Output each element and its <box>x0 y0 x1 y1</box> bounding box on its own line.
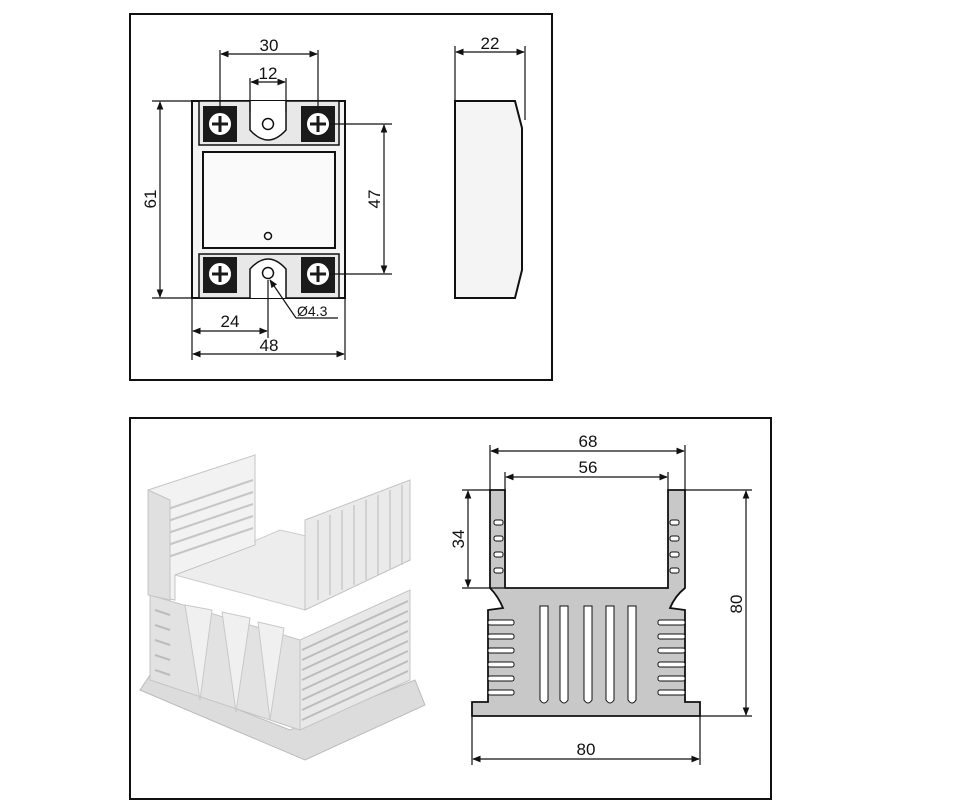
terminal-screw-bottom-right <box>301 257 335 293</box>
heatsink-3d-render <box>139 454 426 761</box>
relay-dimension-lines <box>152 46 526 360</box>
dim-label-center-hole-width: 12 <box>259 64 278 83</box>
heatsink-profile <box>471 489 701 717</box>
terminal-screw-bottom-left <box>203 257 237 293</box>
dim-label-base-width: 80 <box>577 740 596 759</box>
dim-label-outer-width: 68 <box>579 432 598 451</box>
dim-label-depth: 22 <box>481 34 500 53</box>
dim-label-terminal-spacing: 30 <box>260 36 279 55</box>
dim-label-heatsink-height: 80 <box>727 595 746 614</box>
terminal-screw-top-left <box>203 106 237 142</box>
dim-label-channel-depth: 34 <box>449 530 468 549</box>
dim-label-width: 48 <box>260 336 279 355</box>
dim-label-mount-hole-spacing: 47 <box>365 190 384 209</box>
heatsink-dimension-lines <box>462 445 752 765</box>
dim-label-hole-diameter: Ø4.3 <box>297 303 328 319</box>
dim-label-inner-width: 56 <box>579 458 598 477</box>
dim-label-hole-offset: 24 <box>221 312 240 331</box>
relay-side-view <box>454 100 523 299</box>
dim-label-height: 61 <box>141 190 160 209</box>
